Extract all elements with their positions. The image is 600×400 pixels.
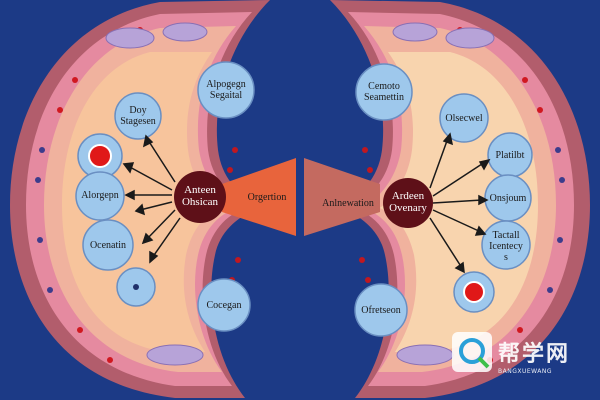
right-cell-lower-left	[354, 283, 408, 337]
left-banner	[222, 158, 296, 236]
right-cell-mid3-label: Tactall Icentecy s	[489, 230, 523, 263]
watermark-logo-icon	[452, 332, 492, 372]
right-cell-mid1-label: Platilbt	[495, 150, 525, 161]
right-banner	[304, 158, 380, 236]
left-banner-label: Orgertion	[247, 192, 287, 203]
left-cell-lower-right-label: Cocegan	[206, 300, 242, 311]
right-cells	[354, 63, 533, 337]
right-core-label: Ardeen Ovenary	[389, 190, 427, 214]
left-core-label: Anteen Ohsican	[181, 184, 219, 208]
left-cell-lower-right	[197, 278, 251, 332]
left-cells	[75, 61, 255, 332]
right-core	[383, 178, 433, 228]
right-cell-top	[439, 93, 489, 143]
right-arrows	[429, 132, 491, 274]
left-cell-upper-right-label: Alpogegn Segaital	[206, 79, 246, 101]
right-cell-upper-left	[355, 63, 413, 121]
left-arrows	[122, 134, 181, 264]
watermark-chinese-text: 帮学网	[498, 342, 571, 367]
left-tissue	[62, 52, 220, 352]
left-cell-upper-right	[197, 61, 255, 119]
membrane-blobs	[105, 22, 495, 366]
right-banner-label: Anlnewation	[322, 198, 374, 209]
right-cell-upper-left-label: Cemoto Seamettin	[364, 81, 404, 103]
left-cell-lower-left	[82, 219, 134, 271]
right-cell-mid3	[481, 220, 531, 270]
left-cell-mid-left-label: Alorgepn	[81, 190, 119, 201]
left-cell-top-label: Doy Stagesen	[120, 105, 156, 127]
left-cell-mid-left	[75, 171, 125, 221]
right-cell-mid2-label: Onsjoum	[489, 193, 527, 204]
left-cell-lower-left-label: Ocenatin	[89, 240, 127, 251]
right-cell-top-label: Olsecwel	[445, 113, 483, 124]
right-cell-lower-left-label: Ofretseon	[361, 305, 401, 316]
ring-dots	[35, 27, 565, 363]
left-core	[174, 171, 226, 223]
left-cell-top	[114, 92, 162, 140]
watermark-latin-text: BANGXUEWANG	[498, 368, 552, 375]
